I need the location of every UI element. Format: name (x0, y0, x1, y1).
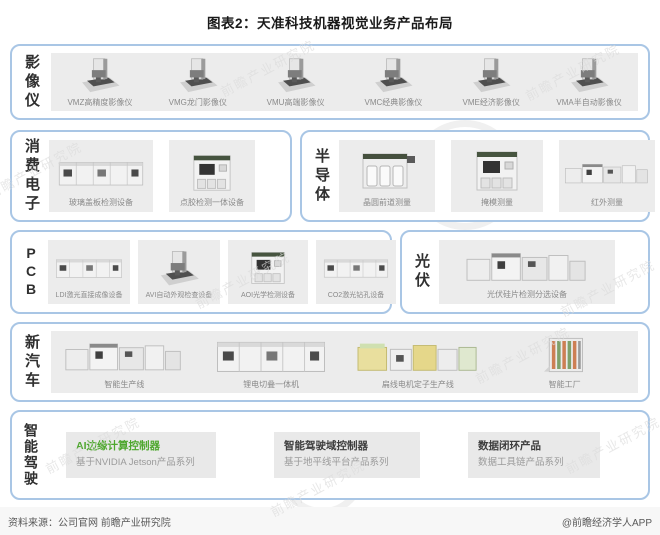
section-pcb-label: PCB (23, 245, 39, 299)
product-label: 扁线电机定子生产线 (381, 380, 454, 389)
product-label: 智能工厂 (548, 380, 581, 389)
section-imaging-label: 影像仪 (23, 53, 40, 111)
product-item: VMZ高精度影像仪 (51, 52, 149, 111)
automotive-machine-icon (64, 336, 184, 376)
product-label: 光伏硅片检测分选设备 (487, 290, 567, 299)
driving-card-subtitle: 数据工具链产品系列 (478, 457, 564, 469)
product-label: VMZ高精度影像仪 (67, 98, 133, 107)
imaging-machine-icon (172, 56, 224, 94)
product-label: 锂电切叠一体机 (243, 380, 300, 389)
page-title: 图表2：天准科技机器视觉业务产品布局 (206, 16, 453, 31)
imaging-machine-icon (270, 56, 322, 94)
product-item: VMU高端影像仪 (247, 52, 345, 111)
section-intelligent-driving: 智能驾驶 AI边缘计算控制器 基于NVIDIA Jetson产品系列 智能驾驶域… (10, 410, 650, 500)
section-consumer-label: 消费电子 (23, 138, 40, 214)
section-semiconductor-label: 半导体 (313, 147, 330, 205)
product-label: VMU高端影像仪 (266, 98, 325, 107)
product-item: VME经济影像仪 (442, 52, 540, 111)
consumer-machine-icon (55, 152, 147, 194)
photovoltaic-machine-icon (452, 246, 602, 286)
photovoltaic-products-row: 光伏硅片检测分选设备 (435, 232, 648, 312)
product-item: 掩模测量 (451, 140, 543, 212)
product-item: 锂电切叠一体机 (198, 332, 345, 393)
product-item: 晶圆前道测量 (339, 140, 435, 212)
product-label: VMA半自动影像仪 (556, 98, 622, 107)
source-note: 资料来源：公司官网 前瞻产业研究院 (8, 517, 171, 529)
product-item: 智能工厂 (491, 330, 638, 393)
credit-note: @前瞻经济学人APP (561, 517, 652, 529)
driving-card: AI边缘计算控制器 基于NVIDIA Jetson产品系列 (66, 431, 216, 479)
section-new-automotive-label: 新汽车 (23, 333, 40, 391)
imaging-machine-icon (74, 56, 126, 94)
driving-card-title: 数据闭环产品 (478, 439, 541, 452)
semiconductor-machine-icon (352, 148, 422, 194)
driving-card-subtitle: 基于地平线平台产品系列 (284, 457, 389, 469)
product-item: 点胶检测一体设备 (169, 140, 255, 212)
product-item: VMA半自动影像仪 (540, 52, 638, 111)
imaging-machine-icon (563, 56, 615, 94)
product-item: AVI自动外观检查设备 (138, 240, 220, 304)
pcb-machine-icon (152, 249, 206, 287)
semiconductor-machine-icon (564, 152, 650, 194)
driving-card-title: 智能驾驶域控制器 (284, 439, 368, 452)
product-item: AOI光学检测设备 (228, 240, 308, 304)
product-label: 点胶检测一体设备 (180, 198, 244, 207)
footer-bar: 资料来源：公司官网 前瞻产业研究院 @前瞻经济学人APP (0, 507, 660, 535)
imaging-machine-icon (465, 56, 517, 94)
automotive-machine-icon (356, 336, 480, 376)
section-semiconductor: 半导体 晶圆前道测量 掩模测量 红外测量 (300, 130, 655, 222)
driving-card-title: AI边缘计算控制器 (76, 439, 160, 452)
product-label: 红外测量 (591, 198, 623, 207)
consumer-machine-icon (183, 152, 241, 194)
pcb-machine-icon (321, 249, 391, 287)
product-item: VMC经典影像仪 (344, 52, 442, 111)
automotive-products-strip: 智能生产线 锂电切叠一体机 扁线电机定子生产线 智能工厂 (51, 331, 638, 393)
section-new-automotive: 新汽车 智能生产线 锂电切叠一体机 扁线电机定子生产线 智能工厂 (10, 322, 650, 402)
semiconductor-products-row: 晶圆前道测量 掩模测量 红外测量 (335, 132, 660, 220)
automotive-machine-icon (537, 334, 593, 376)
product-label: AOI光学检测设备 (240, 292, 296, 299)
section-photovoltaic: 光伏 光伏硅片检测分选设备 (400, 230, 650, 314)
driving-card: 数据闭环产品 数据工具链产品系列 (468, 431, 600, 479)
product-label: 玻璃盖板检测设备 (69, 198, 133, 207)
product-item: 红外测量 (559, 140, 655, 212)
driving-card: 智能驾驶域控制器 基于地平线平台产品系列 (274, 431, 420, 479)
consumer-products-row: 玻璃盖板检测设备 点胶检测一体设备 (45, 132, 290, 220)
imaging-products-strip: VMZ高精度影像仪 VMG龙门影像仪 VMU高端影像仪 VMC经典影像仪 VME… (51, 53, 638, 111)
product-label: 晶圆前道测量 (363, 198, 411, 207)
product-item: VMG龙门影像仪 (149, 52, 247, 111)
driving-card-subtitle: 基于NVIDIA Jetson产品系列 (76, 457, 195, 469)
product-item: 扁线电机定子生产线 (345, 332, 492, 393)
product-label: VMC经典影像仪 (364, 98, 423, 107)
pcb-machine-icon (53, 249, 125, 287)
automotive-machine-icon (212, 336, 330, 376)
section-pcb: PCB LDI激光直接成像设备 AVI自动外观检查设备 AOI光学检测设备 CO… (10, 230, 396, 314)
product-item: 光伏硅片检测分选设备 (439, 240, 615, 304)
product-label: VME经济影像仪 (462, 98, 520, 107)
driving-cards-row: AI边缘计算控制器 基于NVIDIA Jetson产品系列 智能驾驶域控制器 基… (44, 431, 648, 479)
section-photovoltaic-label: 光伏 (413, 253, 430, 291)
imaging-machine-icon (367, 56, 419, 94)
product-item: LDI激光直接成像设备 (48, 240, 130, 304)
product-item: 玻璃盖板检测设备 (49, 140, 153, 212)
product-label: 掩模测量 (481, 198, 513, 207)
product-label: 智能生产线 (104, 380, 145, 389)
section-intelligent-driving-label: 智能驾驶 (23, 423, 39, 487)
product-label: LDI激光直接成像设备 (55, 292, 123, 299)
pcb-products-row: LDI激光直接成像设备 AVI自动外观检查设备 AOI光学检测设备 CO2激光钻… (44, 232, 406, 312)
product-item: 智能生产线 (51, 332, 198, 393)
product-label: AVI自动外观检查设备 (145, 292, 213, 299)
product-label: VMG龙门影像仪 (168, 98, 227, 107)
section-imaging: 影像仪 VMZ高精度影像仪 VMG龙门影像仪 VMU高端影像仪 VMC经典影像仪… (10, 44, 650, 120)
semiconductor-machine-icon (465, 148, 529, 194)
product-label: CO2激光钻孔设备 (327, 292, 385, 299)
section-consumer-electronics: 消费电子 玻璃盖板检测设备 点胶检测一体设备 (10, 130, 292, 222)
pcb-machine-icon (242, 249, 294, 287)
product-item: CO2激光钻孔设备 (316, 240, 396, 304)
